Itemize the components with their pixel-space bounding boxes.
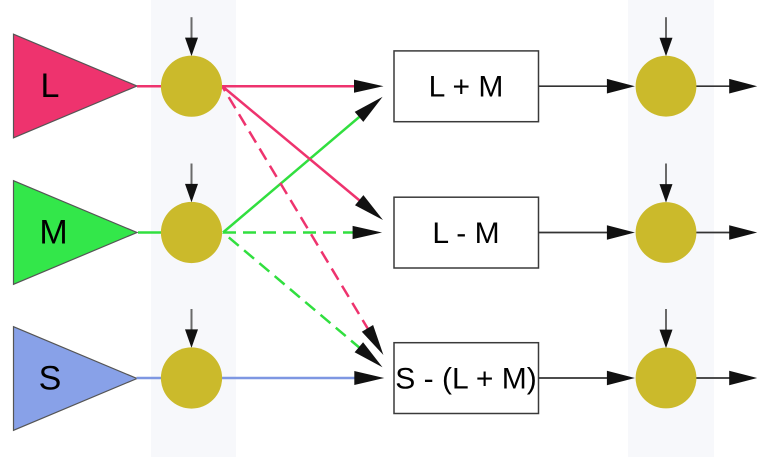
svg-text:L - M: L - M <box>432 217 499 250</box>
svg-text:S: S <box>39 360 62 398</box>
svg-text:M: M <box>39 214 67 252</box>
svg-text:S - (L + M): S - (L + M) <box>395 363 536 396</box>
svg-text:L + M: L + M <box>429 71 504 104</box>
svg-text:L: L <box>41 67 60 105</box>
